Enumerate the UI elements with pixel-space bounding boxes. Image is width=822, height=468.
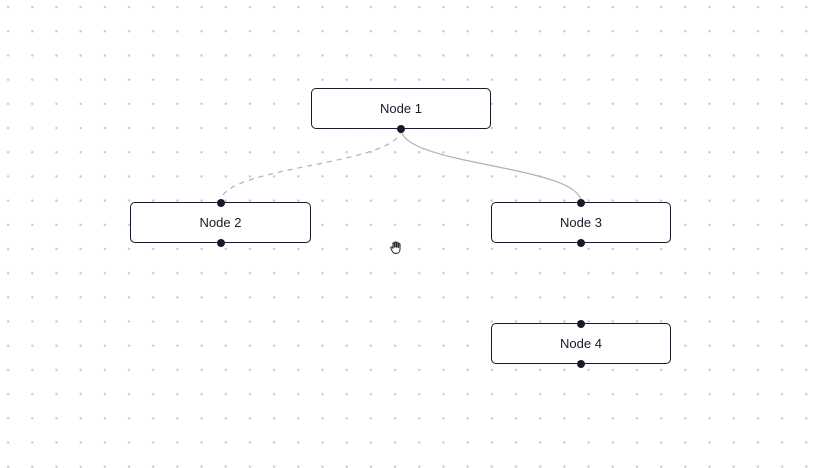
node-4[interactable]: Node 4	[491, 319, 671, 368]
node-3-handle-bottom[interactable]	[577, 238, 585, 247]
edge-e1-3[interactable]	[400, 128, 582, 203]
node-2-handle-bottom[interactable]	[216, 238, 225, 247]
node-label: Node 4	[560, 336, 602, 351]
node-1[interactable]: Node 1	[311, 88, 491, 133]
grab-cursor-icon	[390, 241, 401, 254]
node-3[interactable]: Node 3	[491, 198, 671, 247]
node-2[interactable]: Node 2	[130, 198, 311, 247]
edge-e1-2[interactable]	[219, 128, 402, 203]
node-3-handle-top[interactable]	[577, 198, 585, 207]
node-1-handle-bottom[interactable]	[397, 124, 405, 133]
node-4-handle-bottom[interactable]	[577, 359, 585, 368]
node-label: Node 1	[380, 101, 422, 116]
node-label: Node 2	[199, 215, 242, 230]
node-2-handle-top[interactable]	[216, 198, 225, 207]
node-label: Node 3	[560, 215, 602, 230]
node-4-handle-top[interactable]	[577, 319, 585, 328]
